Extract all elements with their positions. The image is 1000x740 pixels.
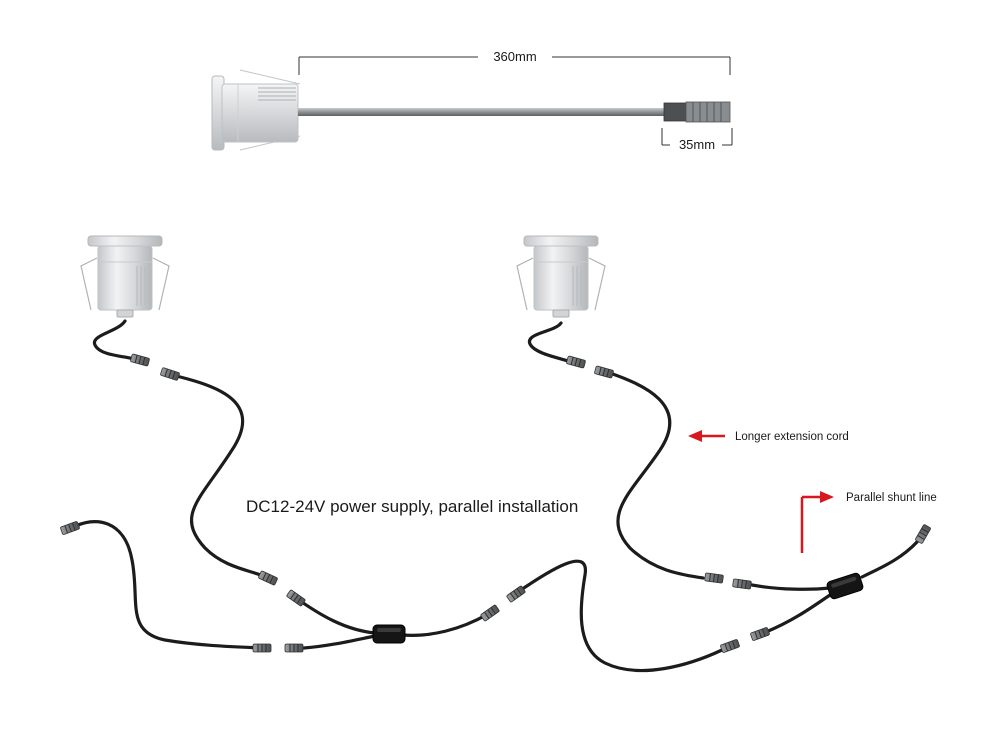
product-dimension-view: 360mm 35mm	[211, 49, 733, 152]
splitter-right	[826, 572, 864, 600]
connector	[59, 520, 81, 536]
connector	[565, 355, 587, 369]
connector	[284, 643, 304, 653]
cable-left-extension	[166, 372, 268, 579]
connector	[285, 589, 307, 607]
connector	[593, 365, 615, 379]
cable-left-feed-loop	[70, 520, 264, 650]
connector	[159, 366, 181, 382]
arrow-shunt-head	[820, 491, 834, 503]
annotation-extension-cord: Longer extension cord	[735, 431, 849, 443]
end-connector	[663, 101, 731, 123]
dimension-360	[298, 56, 731, 75]
cable-left-lamp-lead	[92, 319, 142, 362]
lamp-side-view	[211, 69, 301, 151]
connector	[732, 578, 752, 590]
cable-splitter-right	[401, 612, 490, 637]
connector	[505, 585, 527, 603]
cable-to-right-splitter	[764, 593, 832, 634]
downlight-right	[516, 235, 606, 318]
connector	[252, 643, 272, 653]
cable-right-shunt-end	[860, 540, 919, 579]
cable-right-ext-to-splitter	[750, 583, 832, 591]
annotation-shunt-line: Parallel shunt line	[846, 492, 937, 504]
cable-feed-to-splitter	[302, 634, 377, 650]
cable-right-extension	[605, 370, 705, 580]
connector	[719, 638, 741, 654]
connector	[129, 353, 151, 367]
connector	[914, 523, 932, 545]
downlight-left	[80, 235, 170, 318]
connector	[479, 604, 501, 622]
cable-long-crossover	[516, 559, 724, 673]
arrow-extension-cord	[688, 430, 725, 442]
cable-left-to-splitter	[294, 596, 377, 635]
wiring-diagram: DC12-24V power supply, parallel installa…	[59, 235, 937, 673]
cable-rod	[298, 108, 664, 116]
connector	[257, 570, 279, 586]
splitter-left	[372, 624, 406, 644]
connector	[704, 572, 724, 584]
dimension-35	[661, 128, 733, 146]
arrow-shunt-line	[800, 495, 822, 553]
cable-right-lamp-lead	[528, 321, 577, 365]
connector	[749, 626, 771, 642]
dimension-label-360: 360mm	[493, 49, 536, 64]
cables	[70, 319, 919, 673]
diagram-caption: DC12-24V power supply, parallel installa…	[246, 497, 578, 516]
dimension-label-35: 35mm	[679, 137, 715, 152]
